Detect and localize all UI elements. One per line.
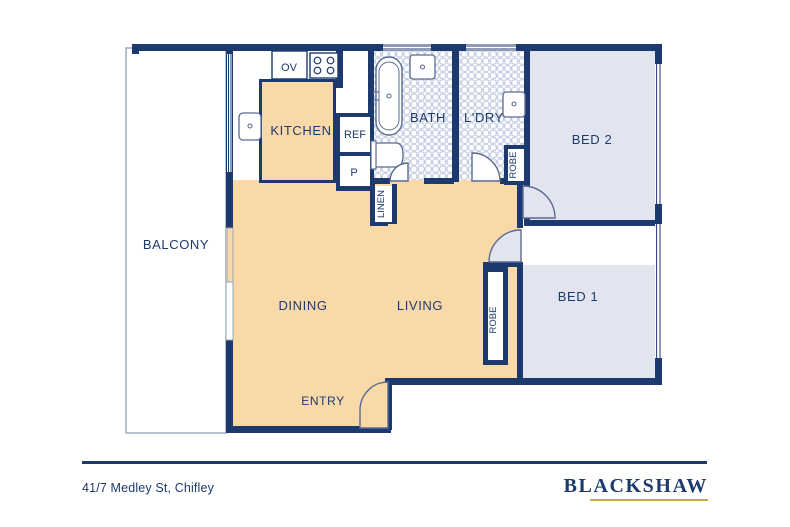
- cooktop-icon: [309, 52, 339, 79]
- linen-box: [375, 186, 392, 222]
- wall-robe1-bottom: [483, 360, 508, 365]
- brand-name: BLACKSHAW: [563, 475, 708, 497]
- room-balcony-area: [125, 47, 227, 434]
- fixtures: [238, 50, 526, 360]
- entry-door-swing: [359, 381, 389, 429]
- oven-icon: [271, 50, 308, 80]
- laundry-door-swing: [471, 152, 501, 182]
- room-living-dining-area: [232, 180, 520, 429]
- label-robe-bed2: ROBE: [508, 152, 519, 179]
- bath-door-swing: [389, 162, 409, 182]
- wall-robe2-left: [504, 145, 508, 184]
- wall-kitchen-right: [333, 79, 336, 183]
- property-address: 41/7 Medley St, Chifley: [82, 481, 214, 495]
- wall-living-right-upper: [517, 182, 523, 228]
- pantry-box: [340, 156, 370, 186]
- wall-robe2-right: [524, 145, 529, 184]
- wall-robe2-bottom: [504, 181, 529, 185]
- wall-bath-ldry-divider: [452, 44, 459, 182]
- fridge-box: [340, 117, 370, 152]
- label-bed2: BED 2: [572, 132, 613, 147]
- robe-bed2-box: [508, 149, 524, 181]
- label-oven: OV: [281, 62, 298, 74]
- label-robe-bed1: ROBE: [488, 307, 499, 334]
- wall-robe1-left: [483, 267, 488, 365]
- wall-robe1-top: [483, 267, 508, 272]
- bed2-door-swing: [522, 185, 556, 219]
- wall-bed2-left-top: [524, 44, 530, 146]
- label-bath: BATH: [410, 110, 446, 125]
- wall-kitchen-benchtop: [259, 79, 336, 82]
- room-kitchen-return: [261, 138, 306, 181]
- brand-underline: [590, 499, 708, 501]
- wall-ref-bottom: [336, 152, 372, 156]
- label-fridge: REF: [344, 129, 366, 141]
- kitchen-sink-icon: [238, 112, 262, 141]
- wall-left-unit-lower: [226, 340, 233, 433]
- room-bed2-area: [528, 46, 660, 222]
- bed1-door-swing: [488, 229, 522, 263]
- bed1-window: [655, 224, 662, 358]
- bath-basin-icon: [409, 54, 436, 80]
- room-labels: BALCONY KITCHEN DINING LIVING ENTRY BATH…: [143, 110, 612, 408]
- wall-ref-left: [336, 113, 340, 191]
- wall-right-mid: [655, 202, 662, 226]
- wall-right-top: [655, 44, 662, 66]
- windows: [225, 44, 662, 358]
- wall-bottom-right: [385, 378, 662, 385]
- wall-linen-hall: [370, 222, 388, 226]
- wall-kitchen-bottom: [259, 180, 336, 183]
- robe-bed1-box: [488, 272, 503, 360]
- laundry-window: [466, 44, 516, 51]
- label-linen: LINEN: [376, 190, 387, 218]
- toilet-icon: [370, 140, 404, 170]
- wall-bath-bottom-b: [424, 178, 454, 184]
- wall-bed1-top: [483, 262, 523, 267]
- label-bed1: BED 1: [558, 289, 599, 304]
- wall-bed2-bottom: [524, 220, 660, 226]
- label-kitchen: KITCHEN: [270, 123, 331, 138]
- label-balcony: BALCONY: [143, 237, 209, 252]
- wall-right-lower: [655, 356, 662, 384]
- wall-bed1-left: [483, 262, 488, 267]
- wall-kitchen-bath-divider: [336, 44, 343, 88]
- wall-linen-box: [370, 184, 375, 224]
- wall-balcony-top-tick: [132, 44, 139, 54]
- fixture-labels: OV REF P LINEN ROBE ROBE: [281, 62, 519, 333]
- footer-divider: [82, 461, 707, 464]
- wall-bottom-living: [226, 426, 391, 433]
- balcony-sliding-door: [225, 227, 234, 341]
- wall-pantry-bottom: [336, 186, 372, 191]
- bathtub-icon: [373, 56, 403, 136]
- label-laundry: L'DRY: [464, 110, 504, 125]
- wall-living-right-lower: [517, 262, 523, 381]
- kitchen-window: [227, 54, 232, 172]
- doors: [359, 152, 556, 429]
- bath-window: [383, 44, 431, 51]
- wall-bath-left: [368, 44, 374, 182]
- wall-robe1-right: [503, 267, 508, 365]
- wall-robe2-top: [504, 145, 529, 149]
- label-entry: ENTRY: [301, 394, 344, 408]
- label-pantry: P: [350, 167, 357, 179]
- laundry-tub-icon: [502, 91, 526, 118]
- bed2-window: [655, 64, 662, 204]
- label-dining: DINING: [278, 298, 327, 313]
- wall-linen-right: [392, 184, 397, 224]
- wall-bath-bottom-a: [368, 178, 390, 184]
- brand-logo: BLACKSHAW: [564, 476, 708, 501]
- label-living: LIVING: [397, 298, 443, 313]
- wall-ref-top: [336, 113, 372, 117]
- room-kitchen-area: [232, 81, 334, 181]
